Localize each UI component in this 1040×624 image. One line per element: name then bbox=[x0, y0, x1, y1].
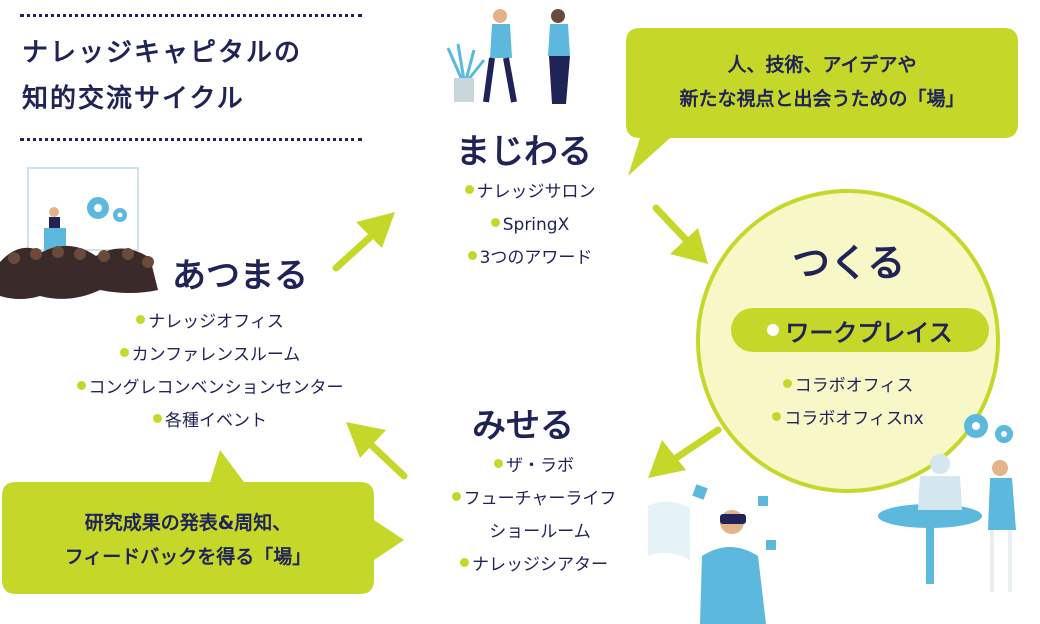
plant-icon bbox=[446, 43, 486, 102]
list-item: ザ・ラボ bbox=[424, 450, 644, 483]
gear-icon bbox=[87, 197, 127, 222]
list-item: コラボオフィス bbox=[758, 370, 938, 403]
diagram-title-line2: 知的交流サイクル bbox=[22, 84, 245, 114]
robot-icon bbox=[878, 414, 1016, 592]
bottom-callout-tail bbox=[374, 520, 404, 560]
bottom-callout-text: 研究成果の発表&周知、 フィードバックを得る「場」 bbox=[2, 506, 374, 574]
top-callout-line2: 新たな視点と出会うための「場」 bbox=[679, 88, 965, 110]
list-item: SpringX bbox=[430, 209, 630, 242]
list-item-continuation: ショールーム bbox=[489, 522, 591, 542]
top-callout-line1: 人、技術、アイデアや bbox=[727, 54, 917, 76]
stage-miseru-label: みせる bbox=[472, 406, 574, 446]
bottom-callout-bubble bbox=[2, 450, 374, 594]
title-dotted-rule-top bbox=[20, 14, 362, 17]
list-item: ナレッジシアター bbox=[424, 549, 644, 582]
stage-atsumaru-label: あつまる bbox=[172, 256, 308, 296]
people-talking-icon bbox=[446, 9, 570, 104]
stage-miseru-items: ザ・ラボ フューチャーライフ ショールーム ナレッジシアター bbox=[424, 450, 644, 582]
arrow-tsukuru-to-miseru bbox=[648, 426, 722, 478]
list-item: コングレコンベンションセンター bbox=[60, 372, 360, 405]
stage-majiwaru-label: まじわる bbox=[456, 132, 592, 172]
arrow-majiwaru-to-tsukuru bbox=[652, 204, 708, 264]
top-callout-text: 人、技術、アイデアや 新たな視点と出会うための「場」 bbox=[626, 48, 1018, 116]
stage-tsukuru-items: コラボオフィス コラボオフィスnx bbox=[758, 370, 938, 436]
list-item: ナレッジオフィス bbox=[60, 306, 360, 339]
list-item: 各種イベント bbox=[60, 405, 360, 438]
stage-majiwaru-items: ナレッジサロン SpringX 3つのアワード bbox=[430, 176, 630, 275]
list-item: コラボオフィスnx bbox=[758, 403, 938, 436]
bottom-callout-line2: フィードバックを得る「場」 bbox=[64, 546, 312, 568]
presentation-illustration bbox=[0, 167, 158, 299]
list-item: 3つのアワード bbox=[430, 242, 630, 275]
top-callout-bubble bbox=[626, 28, 1018, 176]
stage-atsumaru-items: ナレッジオフィス カンファレンスルーム コングレコンベンションセンター 各種イベ… bbox=[60, 306, 360, 438]
vr-person-icon bbox=[648, 484, 776, 624]
list-item: フューチャーライフ bbox=[424, 483, 644, 516]
diagram-title: ナレッジキャピタルの 知的交流サイクル bbox=[22, 30, 302, 122]
diagram-title-line1: ナレッジキャピタルの bbox=[22, 38, 303, 68]
presenter-icon bbox=[44, 207, 66, 250]
arrow-atsumaru-to-majiwaru bbox=[332, 212, 395, 272]
stage-tsukuru-highlight: ワークプレイス bbox=[731, 308, 989, 352]
bottom-callout-line1: 研究成果の発表&周知、 bbox=[84, 512, 292, 534]
list-item: カンファレンスルーム bbox=[60, 339, 360, 372]
title-dotted-rule-bottom bbox=[20, 138, 362, 141]
stage-tsukuru-label: つくる bbox=[792, 241, 906, 285]
gear-icon bbox=[964, 414, 1013, 443]
list-item: ナレッジサロン bbox=[430, 176, 630, 209]
audience-icon bbox=[0, 245, 158, 299]
